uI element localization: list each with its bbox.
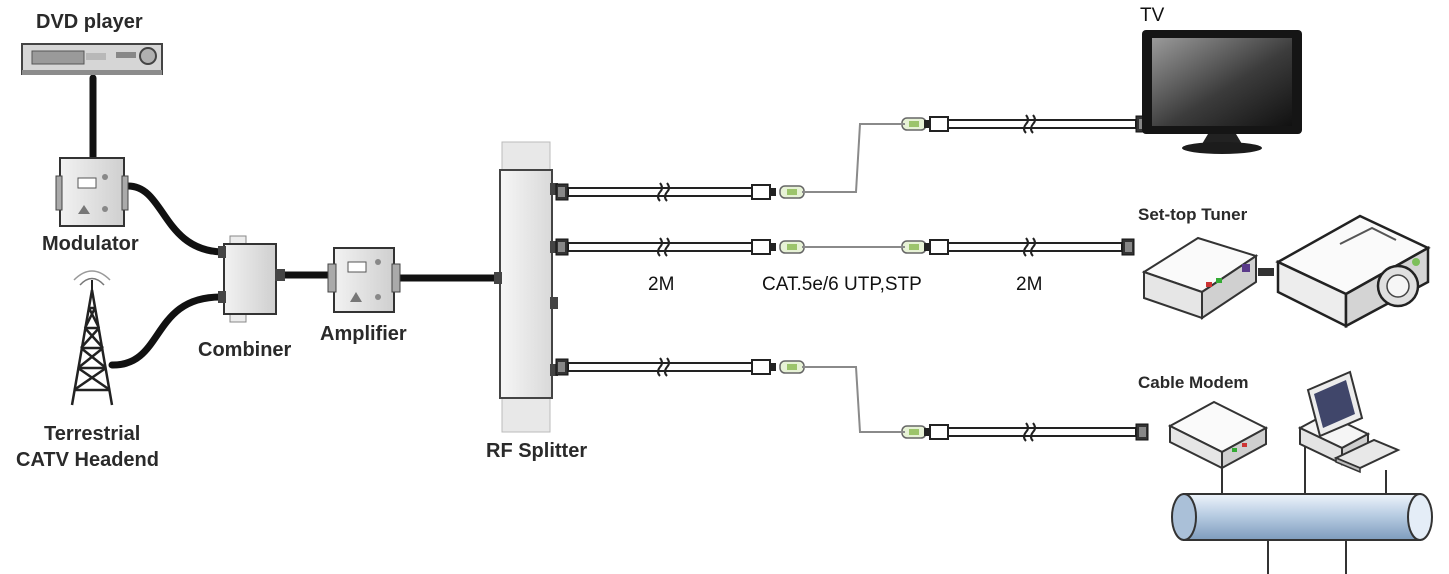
- terrestrial-tower: [70, 270, 114, 406]
- rf-splitter-label: RF Splitter: [486, 440, 588, 462]
- modulator-device: [55, 157, 129, 227]
- modem-feed-rj45-tip: [924, 428, 930, 436]
- cable-modem-label: Cable Modem: [1138, 373, 1249, 392]
- tv-feed-rj45-plug: [929, 116, 949, 132]
- settop-feed-coax-connector-ring: [1125, 242, 1132, 252]
- dvd-player-label: DVD player: [36, 11, 143, 33]
- headend-to-combiner-cable: [108, 293, 226, 369]
- modem-feed-break-mark-b: [1030, 422, 1036, 442]
- tv-device: [1142, 30, 1302, 154]
- splitter-out-4-rj45-plug: [751, 359, 771, 375]
- settop-feed-break-mark-b: [1030, 237, 1036, 257]
- rf-splitter-device: [494, 141, 558, 433]
- splitter-out-1-break-mark-b: [664, 182, 670, 202]
- settop-feed-rj45-plug: [929, 239, 949, 255]
- splitter-out-2-break-mark-a: [657, 237, 663, 257]
- balun-left-1-balun-window: [787, 189, 797, 195]
- combiner-device: [218, 235, 285, 323]
- balun-left-4-balun-window: [787, 364, 797, 370]
- terrestrial-label-line1: Terrestrial: [44, 423, 141, 445]
- modulator-to-combiner-cable: [124, 182, 226, 256]
- settop-feed-rj45-tip: [924, 243, 930, 251]
- cable-type-label: CAT.5e/6 UTP,STP: [762, 274, 922, 295]
- utp-run-tv: [802, 123, 905, 193]
- tv-feed-break-mark-a: [1023, 114, 1029, 134]
- network-bus: [1171, 442, 1433, 574]
- tv-feed-break-mark-b: [1030, 114, 1036, 134]
- balun-right-modem-balun-window: [909, 429, 919, 435]
- balun-cable-assemblies: [555, 114, 1149, 442]
- splitter-out-1-rj45-tip: [770, 188, 776, 196]
- splitter-out-4-break-mark-a: [657, 357, 663, 377]
- splitter-out-2-rj45-plug: [751, 239, 771, 255]
- modulator-label: Modulator: [42, 233, 139, 255]
- terrestrial-label-line2: CATV Headend: [16, 449, 159, 471]
- cable-length-right-label: 2M: [1016, 274, 1043, 295]
- utp-run-modem: [802, 366, 905, 433]
- tv-label: TV: [1140, 5, 1165, 26]
- splitter-out-2-coax-connector-ring: [558, 242, 565, 252]
- set-top-tuner-label: Set-top Tuner: [1138, 205, 1248, 224]
- splitter-out-4-rj45-tip: [770, 363, 776, 371]
- balun-right-settop-balun-window: [909, 244, 919, 250]
- modem-feed-cable-body: [947, 427, 1137, 437]
- splitter-out-2-break-mark-b: [664, 237, 670, 257]
- balun-right-tv-balun-window: [909, 121, 919, 127]
- amplifier-device: [327, 247, 401, 313]
- coax-cables: [89, 74, 501, 369]
- balun-left-2-balun-window: [787, 244, 797, 250]
- splitter-out-1-rj45-plug: [751, 184, 771, 200]
- modem-feed-break-mark-a: [1023, 422, 1029, 442]
- splitter-out-2-rj45-tip: [770, 243, 776, 251]
- modem-feed-rj45-plug: [929, 424, 949, 440]
- splitter-out-1-coax-connector-ring: [558, 187, 565, 197]
- twisted-pair-runs: [802, 123, 905, 433]
- splitter-out-4-break-mark-b: [664, 357, 670, 377]
- set-top-tuner-device: [1141, 236, 1259, 320]
- modem-feed-coax-connector-ring: [1139, 427, 1146, 437]
- amplifier-label: Amplifier: [320, 323, 407, 345]
- computer-device: [1297, 370, 1401, 474]
- tv-feed-cable-body: [947, 119, 1137, 129]
- combiner-label: Combiner: [198, 339, 292, 361]
- cable-modem-device: [1167, 400, 1269, 470]
- tv-feed-rj45-tip: [924, 120, 930, 128]
- projector-device: [1258, 214, 1431, 329]
- settop-feed-break-mark-a: [1023, 237, 1029, 257]
- dvd-player-device: [21, 43, 163, 75]
- splitter-out-1-break-mark-a: [657, 182, 663, 202]
- cable-length-left-label: 2M: [648, 274, 675, 295]
- splitter-out-4-coax-connector-ring: [558, 362, 565, 372]
